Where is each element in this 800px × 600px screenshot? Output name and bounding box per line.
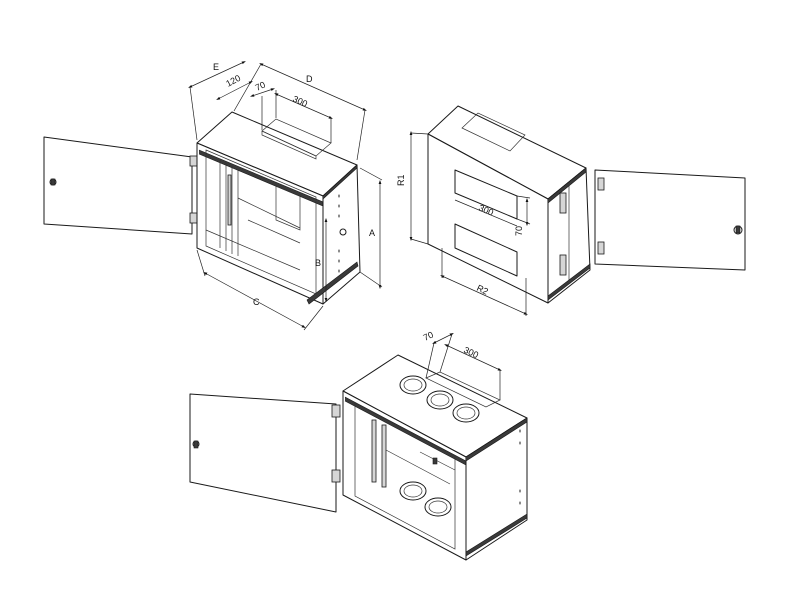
interior: [354, 402, 456, 550]
dim-B: B: [315, 217, 328, 303]
dim-R1: R1: [396, 130, 429, 245]
dim-label-70: 70: [514, 226, 524, 236]
open-door: [594, 169, 746, 271]
dim-label-120: 120: [224, 73, 242, 89]
side-hinges: [559, 192, 567, 276]
dim-A: A: [359, 167, 383, 290]
view-bottom: 70 300: [189, 330, 528, 561]
view-front-left: D E 120 70 300 A: [43, 61, 383, 331]
open-door: [43, 136, 193, 235]
dim-label-300: 300: [462, 345, 480, 360]
dim-label-70: 70: [254, 80, 267, 93]
dim-R2: R2: [440, 248, 528, 316]
dim-E: E: [188, 61, 246, 141]
dim-label-C: C: [253, 297, 260, 307]
door-hinges: [331, 404, 341, 483]
dim-label-R2: R2: [475, 283, 490, 297]
dim-label-70: 70: [422, 330, 435, 343]
view-rear-right: R1 R2 300 70: [396, 105, 746, 316]
dim-label-E: E: [213, 62, 219, 72]
dim-C: C: [196, 249, 324, 331]
dim-label-300: 300: [291, 94, 309, 109]
dim-label-R1: R1: [396, 174, 406, 186]
open-door: [189, 393, 337, 513]
dim-label-A: A: [369, 228, 375, 238]
dim-label-B: B: [315, 258, 321, 268]
dim-120: 120: [216, 73, 253, 100]
top-cable-slot: [461, 112, 526, 152]
dim-70: 70: [514, 195, 531, 236]
interior-rails: [205, 160, 301, 271]
dim-label-D: D: [306, 74, 313, 84]
cable-holes-top: [399, 375, 480, 423]
